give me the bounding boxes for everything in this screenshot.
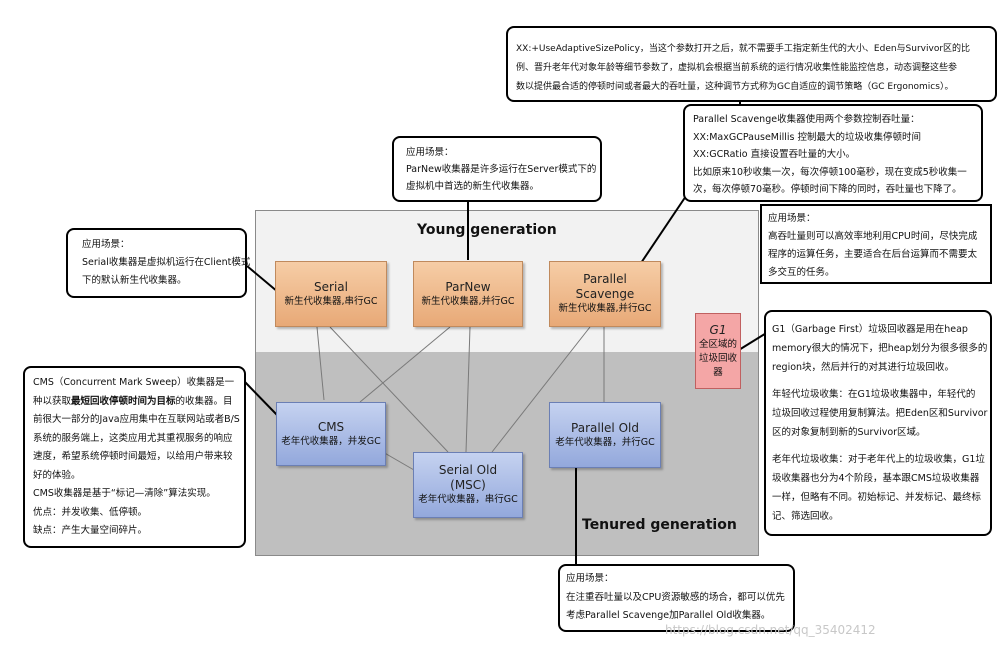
cms-note-line: CMS（Concurrent Mark Sweep）收集器是一 [33,377,235,388]
g1-note-line: 区的对象复制到新的Survivor区域。 [772,427,926,438]
parallel-scavenge-params-note: Parallel Scavenge收集器使用两个参数控制吞吐量： XX:MaxG… [683,104,983,202]
parallel-old-collector: Parallel Old 老年代收集器，并行GC [549,402,661,468]
watermark-url: https://blog.csdn.net/qq_35402412 [665,623,876,637]
cms-note-line: 种以获取最短回收停顿时间为目标的收集器。目 [33,393,236,412]
parallel-scavenge-collector: Parallel Scavenge 新生代收集器,并行GC [549,261,661,327]
parallel-old-usage-line: 在注重吞吐量以及CPU资源敏感的场合，都可以优先 [566,591,785,603]
cms-note-text: 的收集器。目 [175,395,233,407]
ps-usage-line: 多交互的任务。 [768,267,835,278]
ps-usage-line: 高吞吐量则可以高效率地利用CPU时间，尽快完成 [768,231,978,242]
young-generation-title: Young generation [417,222,557,238]
g1-desc-line2: 垃圾回收器 [698,352,737,378]
g1-desc-line1: 全区域的 [698,338,737,350]
g1-name: G1 [709,322,727,337]
parallel-old-desc: 老年代收集器，并行GC [555,436,655,448]
parallel-old-usage-note: 应用场景： 在注重吞吐量以及CPU资源敏感的场合，都可以优先 考虑Paralle… [558,564,795,632]
g1-note: G1（Garbage First）垃圾回收器是用在heap memory很大的情… [764,310,992,536]
g1-note-line: region块，然后并行的对其进行垃圾回收。 [772,362,955,373]
ps-params-line: XX:MaxGCPauseMillis 控制最大的垃圾收集停顿时间 [693,131,922,143]
cms-note: CMS（Concurrent Mark Sweep）收集器是一 种以获取最短回收… [23,366,246,548]
serial-old-desc: 老年代收集器，串行GC [418,494,518,505]
ps-params-line: 比如原来10秒收集一次，每次停顿100毫秒，现在变成5秒收集一 [693,166,967,178]
parallel-scavenge-name-line1: Parallel [583,272,627,286]
ps-usage-line: 应用场景： [768,213,816,224]
adaptive-size-policy-note: XX:+UseAdaptiveSizePolicy，当这个参数打开之后，就不需要… [506,26,997,102]
parnew-collector: ParNew 新生代收集器,并行GC [413,261,523,327]
ps-params-line: 次，每次停顿70毫秒。停顿时间下降的同时，吞吐量也下降了。 [693,184,962,195]
tenured-generation-title: Tenured generation [582,517,737,533]
parnew-name: ParNew [445,279,491,294]
g1-note-line: 记、筛选回收。 [772,511,839,522]
cms-desc: 老年代收集器，并发GC [281,435,381,447]
cms-collector: CMS 老年代收集器，并发GC [276,402,386,466]
g1-note-line: 圾收集器也分为4个阶段，基本跟CMS垃圾收集器 [772,473,980,484]
adaptive-note-line: XX:+UseAdaptiveSizePolicy，当这个参数打开之后，就不需要… [516,44,971,54]
parnew-usage-line: 应用场景： [406,147,454,158]
ps-params-line: XX:GCRatio 直接设置吞吐量的大小。 [693,149,856,160]
cms-note-line: 好的体验。 [33,469,81,481]
g1-note-line: 垃圾回收过程使用复制算法。把Eden区和Survivor [772,408,988,419]
cms-note-line: 缺点：产生大量空间碎片。 [33,525,148,536]
parallel-scavenge-usage-note: 应用场景： 高吞吐量则可以高效率地利用CPU时间，尽快完成 程序的运算任务，主要… [760,204,992,284]
cms-note-text: 种以获取 [33,395,72,407]
parnew-usage-line: 虚拟机中首选的新生代收集器。 [406,181,540,192]
cms-name: CMS [317,419,345,434]
adaptive-note-line: 数以提供最合适的停顿时间或者最大的吞吐量，这种调节方式称为GC自适应的调节策略（… [516,82,954,92]
cms-note-line: 前很大一部分的Java应用集中在互联网站或者B/S [33,414,240,425]
parnew-usage-line: ParNew收集器是许多运行在Server模式下的 [406,164,597,175]
ps-usage-line: 程序的运算任务，主要适合在后台运算而不需要太 [768,249,978,260]
ps-params-line: Parallel Scavenge收集器使用两个参数控制吞吐量： [693,114,920,125]
cms-note-line: 优点：并发收集、低停顿。 [33,506,148,518]
serial-usage-line: 下的默认新生代收集器。 [82,275,187,286]
g1-note-line: 一样，但略有不同。初始标记、并发标记、最终标 [772,492,982,503]
serial-usage-note: 应用场景： Serial收集器是虚拟机运行在Client模式 下的默认新生代收集… [66,228,251,298]
cms-note-line: 系统的服务端上，这类应用尤其重视服务的响应 [33,432,233,444]
serial-usage-line: Serial收集器是虚拟机运行在Client模式 [82,257,251,268]
serial-old-collector: Serial Old (MSC) 老年代收集器，串行GC [413,452,523,518]
g1-note-line: G1（Garbage First）垃圾回收器是用在heap [772,324,968,335]
parallel-scavenge-desc: 新生代收集器,并行GC [558,303,652,314]
adaptive-note-line: 例、晋升老年代对象年龄等细节参数了，虚拟机会根据当前系统的运行情况收集性能监控信… [516,63,958,73]
parallel-old-usage-line: 考虑Parallel Scavenge加Parallel Old收集器。 [566,610,771,621]
serial-collector: Serial 新生代收集器,串行GC [275,261,387,327]
parallel-scavenge-name-line2: Scavenge [575,287,635,301]
serial-old-name-line1: Serial Old [438,463,498,477]
cms-note-line: CMS收集器是基于“标记—清除”算法实现。 [33,488,216,499]
parnew-usage-note: 应用场景： ParNew收集器是许多运行在Server模式下的 虚拟机中首选的新… [392,136,602,202]
serial-old-name-line2: (MSC) [450,478,486,492]
g1-note-line: 老年代垃圾收集：对于老年代上的垃圾收集，G1垃 [772,454,985,465]
parallel-old-name: Parallel Old [571,420,639,435]
parnew-desc: 新生代收集器,并行GC [421,295,515,307]
parallel-old-usage-line: 应用场景： [566,573,614,584]
serial-name: Serial [314,279,348,294]
g1-collector: G1 全区域的 垃圾回收器 [695,313,741,389]
g1-note-line: memory很大的情况下，把heap划分为很多很多的 [772,343,988,354]
cms-note-emphasis: 最短回收停顿时间为目标 [71,395,176,407]
g1-note-line: 年轻代垃圾收集：在G1垃圾收集器中，年轻代的 [772,389,976,400]
serial-usage-line: 应用场景： [82,239,130,250]
cms-note-line: 速度，希望系统停顿时间最短，以给用户带来较 [33,451,233,462]
serial-desc: 新生代收集器,串行GC [284,295,378,307]
